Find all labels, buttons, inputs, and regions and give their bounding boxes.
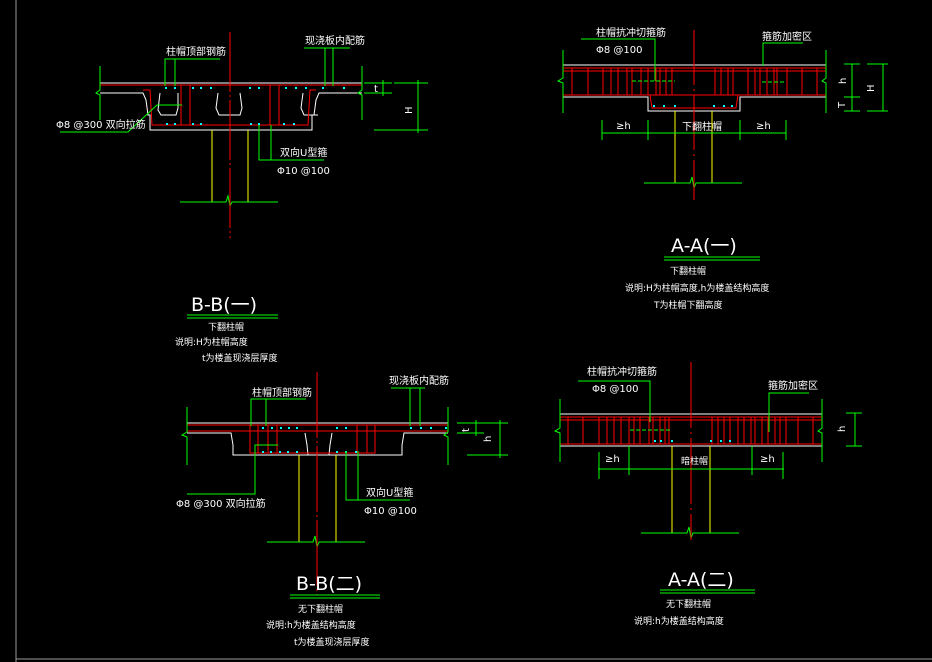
aa1-label-dense: 箍筋加密区 [762, 30, 812, 43]
bb2-leader-u [345, 451, 410, 501]
bb2-leader-tie [187, 444, 278, 495]
aa1-leader-dense [762, 42, 803, 66]
aa2-label-cap: 暗柱帽 [681, 455, 708, 467]
aa1-label-punch-spec: Φ8 @100 [596, 45, 643, 56]
bb2-break-right [443, 407, 449, 465]
bb2-note2: t为楼盖现浇层厚度 [294, 636, 370, 648]
aa2-title: A-A(二) [668, 569, 734, 591]
section-aa1: ≥h ≥h 下翻柱帽 h T H 柱帽抗冲切箍筋 Φ8 @100 箍筋加密区 A… [556, 26, 888, 311]
aa2-bar-dots [654, 440, 731, 442]
bb2-break-left [180, 407, 188, 465]
bb1-dim-H-label: H [404, 106, 415, 114]
bb2-label-slab-rebar: 现浇板内配筋 [389, 374, 449, 387]
bb2-title: B-B(二) [296, 573, 362, 595]
bb1-leader-tie [60, 104, 182, 133]
bb2-label-tie: Φ8 @300 双向拉筋 [176, 497, 266, 510]
bb2-subtitle: 无下翻柱帽 [298, 603, 343, 615]
aa1-dim-ge-h-right: ≥h [756, 121, 771, 132]
bb2-note1: 说明:h为楼盖结构高度 [266, 619, 356, 631]
aa2-label-punch-spec: Φ8 @100 [592, 384, 639, 395]
aa1-note2: T为柱帽下翻高度 [653, 299, 723, 311]
bb2-column-break [267, 535, 365, 549]
bb2-label-top-rebar: 柱帽顶部钢筋 [252, 386, 312, 399]
aa1-leader-punch [581, 38, 656, 81]
bb1-label-slab-rebar: 现浇板内配筋 [305, 34, 365, 47]
bb1-leader-slab [324, 47, 333, 86]
aa1-note1: 说明:H为柱帽高度,h为楼盖结构高度 [625, 282, 769, 294]
aa1-subtitle: 下翻柱帽 [670, 265, 706, 277]
aa2-label-punch: 柱帽抗冲切箍筋 [587, 365, 657, 378]
bb2-label-u-stirrup: 双向U型箍 [366, 486, 413, 499]
aa2-label-dense: 箍筋加密区 [768, 379, 818, 392]
bb2-leader-slab [409, 387, 420, 426]
aa1-dim-H-label: H [866, 84, 877, 92]
bb1-leader-u [258, 125, 324, 161]
bb1-void-mid [215, 92, 243, 116]
bb1-note1: 说明:H为柱帽高度 [175, 336, 248, 348]
bb1-label-top-rebar: 柱帽顶部钢筋 [166, 45, 226, 58]
aa1-title: A-A(一) [671, 235, 737, 257]
bb1-title: B-B(一) [191, 294, 257, 316]
bb1-bar-dots [165, 87, 345, 125]
bb2-void [328, 432, 333, 456]
bb2-dim-h-label: h [483, 436, 494, 442]
aa2-leader-punch [578, 380, 651, 422]
aa1-break-right [821, 50, 827, 113]
section-bb1: t H 柱帽顶部钢筋 现浇板内配筋 Φ8 @300 双向拉筋 双向U型箍 Φ10… [56, 32, 428, 364]
bb1-leader-top-rebar [164, 58, 220, 86]
bb1-void-right [300, 92, 318, 116]
bb2-void [304, 432, 309, 456]
aa2-note1: 说明:h为楼盖结构高度 [634, 615, 724, 627]
bb1-subtitle: 下翻柱帽 [208, 321, 244, 333]
bb1-label-u-stirrup: 双向U型箍 [280, 146, 327, 159]
bb1-label-u-spec: Φ10 @100 [277, 166, 330, 177]
aa2-leader-dense [768, 392, 809, 432]
bb2-bottom-rebar [249, 425, 376, 454]
aa1-break-left [556, 50, 564, 113]
section-aa2: ≥h ≥h 暗柱帽 h 柱帽抗冲切箍筋 Φ8 @100 箍筋加密区 A-A(二)… [553, 362, 862, 627]
aa1-column-break [644, 176, 742, 190]
bb1-break-right [357, 66, 363, 120]
bb2-label-u-spec: Φ10 @100 [364, 506, 417, 517]
bb1-break-left [95, 66, 101, 120]
aa2-dim-ge-h-right: ≥h [760, 454, 775, 465]
bb2-leader-top-rebar [250, 398, 306, 426]
section-bb2: t h 柱帽顶部钢筋 现浇板内配筋 Φ8 @300 双向拉筋 双向U型箍 Φ10… [176, 372, 508, 648]
bb2-dim-t-label: t [461, 428, 472, 432]
aa2-break-left [553, 399, 561, 462]
bb1-label-tie: Φ8 @300 双向拉筋 [56, 118, 146, 131]
aa1-stirrups [571, 68, 818, 95]
aa1-label-punch: 柱帽抗冲切箍筋 [596, 26, 666, 39]
aa2-stirrups [567, 417, 814, 444]
bb1-void-left [157, 92, 179, 116]
aa2-dim-ge-h-left: ≥h [605, 454, 620, 465]
bb1-cap-outline [100, 92, 362, 131]
aa2-subtitle: 无下翻柱帽 [666, 598, 711, 610]
bb1-column-break [180, 194, 278, 208]
bb1-dim-t-label: t [374, 84, 378, 95]
aa2-dim-h-label: h [837, 426, 848, 432]
bb1-note2: t为楼盖现浇层厚度 [202, 352, 278, 364]
aa2-column-break [641, 526, 739, 540]
aa1-dim-h-label: h [838, 78, 849, 84]
aa2-break-right [817, 399, 823, 462]
aa1-label-cap: 下翻柱帽 [682, 120, 722, 133]
aa1-dim-T-label: T [837, 101, 848, 109]
aa1-bar-dots [653, 105, 733, 107]
aa1-dim-ge-h-left: ≥h [616, 121, 631, 132]
